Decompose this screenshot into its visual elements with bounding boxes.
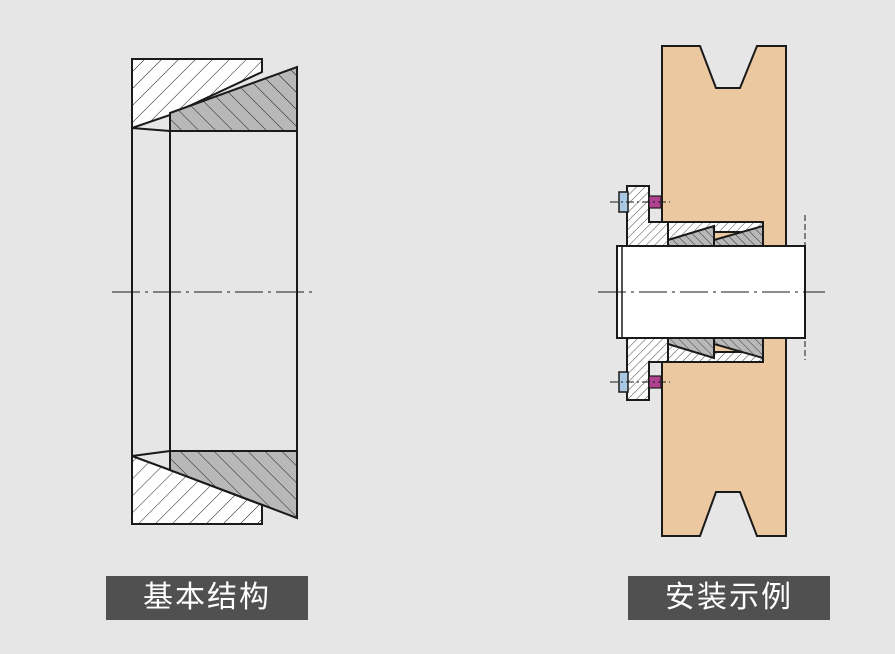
basic-structure-drawing	[112, 58, 312, 525]
cone-lower-inner-1	[667, 337, 715, 360]
inner-taper-top	[131, 127, 171, 132]
installation-example-drawing	[598, 45, 825, 537]
caption-basic-structure: 基本结构	[106, 576, 308, 620]
cone-upper-inner-2	[713, 224, 764, 247]
cone-upper-outer	[667, 221, 764, 242]
outer-ring-top-section	[131, 58, 263, 130]
caption-installation-example: 安装示例	[628, 576, 830, 620]
cone-lower-inner-2	[713, 337, 764, 360]
inner-taper-bottom	[131, 450, 171, 457]
inner-cone-bottom-section	[169, 450, 298, 520]
outer-ring-bottom-section	[131, 454, 263, 525]
